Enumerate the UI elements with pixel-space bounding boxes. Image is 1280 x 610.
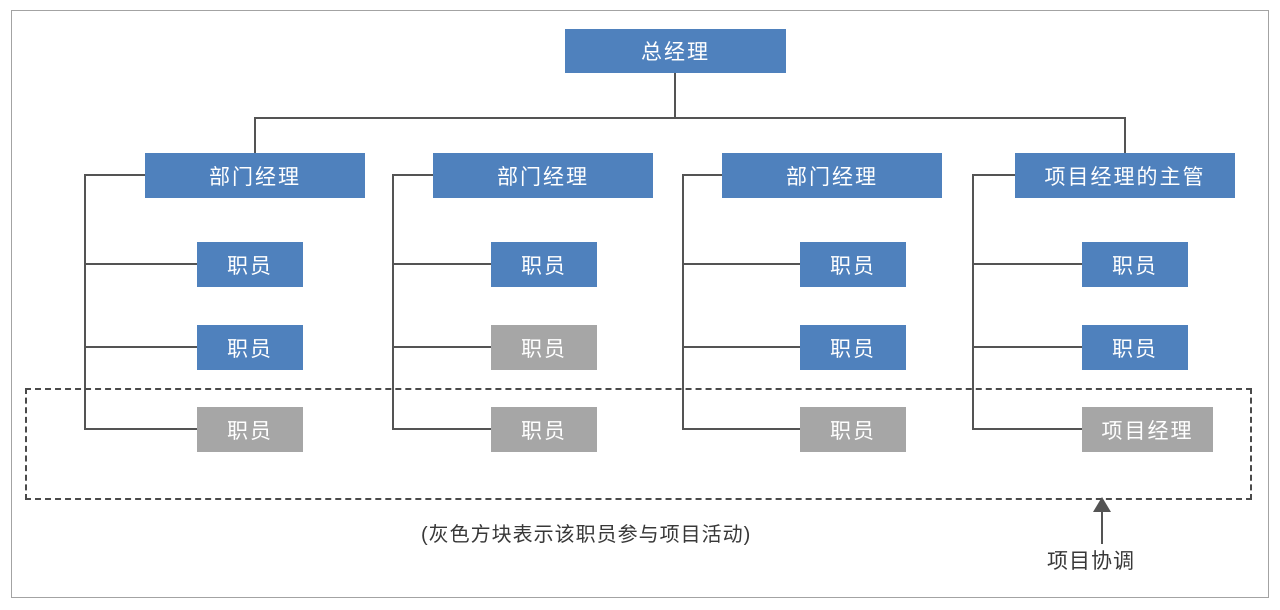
stub-manager-col2 <box>392 174 433 176</box>
staff-node-2-1: 职员 <box>491 242 597 287</box>
staff-node-1-1: 职员 <box>197 242 303 287</box>
branch-col1-row1 <box>84 263 197 265</box>
project-manager-node: 项目经理 <box>1082 407 1213 452</box>
branch-col2-row2 <box>392 346 491 348</box>
staff-node-3-3: 职员 <box>800 407 906 452</box>
branch-col3-row3 <box>682 428 800 430</box>
connector-drop-col4 <box>1124 117 1126 154</box>
coordination-arrow-shaft <box>1101 503 1103 544</box>
stub-manager-col4 <box>972 174 1015 176</box>
coordination-label: 项目协调 <box>1047 550 1135 573</box>
staff-node-4-1: 职员 <box>1082 242 1188 287</box>
arrow-up-icon <box>1093 497 1111 512</box>
manager-node-3: 部门经理 <box>722 153 942 198</box>
manager-node-4: 项目经理的主管 <box>1015 153 1235 198</box>
staff-node-2-2: 职员 <box>491 325 597 370</box>
branch-col2-row3 <box>392 428 491 430</box>
staff-node-3-1: 职员 <box>800 242 906 287</box>
branch-col1-row2 <box>84 346 197 348</box>
stub-manager-col3 <box>682 174 722 176</box>
staff-node-3-2: 职员 <box>800 325 906 370</box>
connector-drop-col1 <box>254 117 256 154</box>
branch-col2-row1 <box>392 263 491 265</box>
branch-col4-row3 <box>972 428 1082 430</box>
legend-note: (灰色方块表示该职员参与项目活动) <box>421 524 752 546</box>
staff-node-4-2: 职员 <box>1082 325 1188 370</box>
rail-col2 <box>392 174 394 430</box>
root-node: 总经理 <box>565 29 786 73</box>
rail-col4 <box>972 174 974 430</box>
outer-border <box>11 10 1269 598</box>
branch-col1-row3 <box>84 428 197 430</box>
connector-trunk <box>254 117 1126 119</box>
branch-col3-row1 <box>682 263 800 265</box>
manager-node-1: 部门经理 <box>145 153 365 198</box>
rail-col3 <box>682 174 684 430</box>
branch-col4-row2 <box>972 346 1082 348</box>
staff-node-1-2: 职员 <box>197 325 303 370</box>
connector-root-drop <box>674 73 676 119</box>
branch-col3-row2 <box>682 346 800 348</box>
rail-col1 <box>84 174 86 430</box>
project-participation-boundary <box>25 388 1252 500</box>
staff-node-1-3: 职员 <box>197 407 303 452</box>
staff-node-2-3: 职员 <box>491 407 597 452</box>
stub-manager-col1 <box>84 174 145 176</box>
branch-col4-row1 <box>972 263 1082 265</box>
manager-node-2: 部门经理 <box>433 153 653 198</box>
